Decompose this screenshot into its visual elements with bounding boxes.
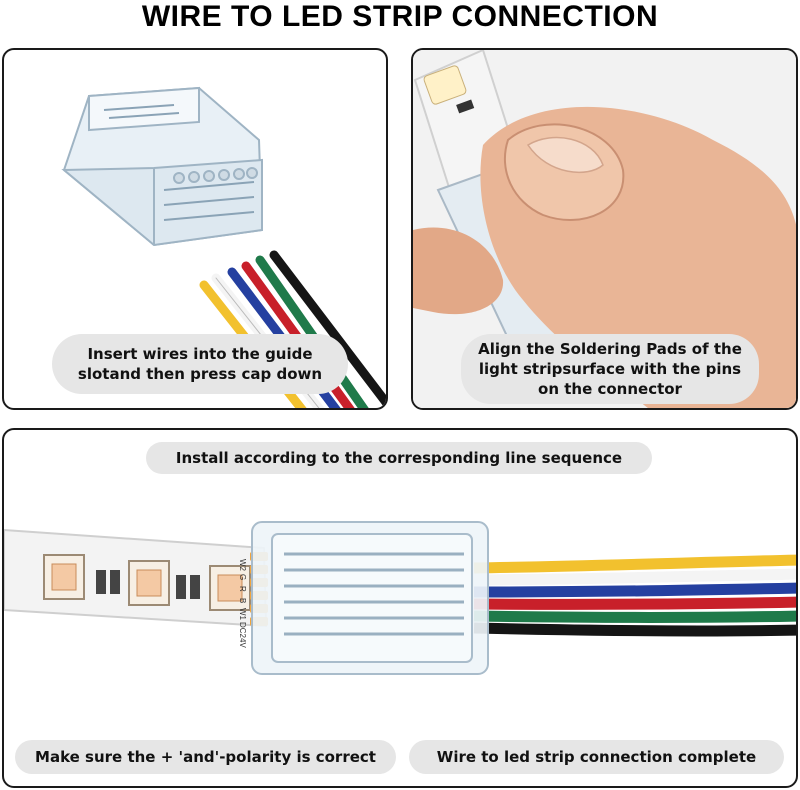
pin-label-g: G bbox=[238, 574, 247, 580]
led-chip bbox=[423, 65, 467, 105]
wire-bundle bbox=[473, 554, 796, 637]
finger bbox=[413, 227, 504, 315]
caption-align-pads: Align the Soldering Pads of the light st… bbox=[461, 334, 759, 404]
connector-clip bbox=[61, 86, 264, 247]
caption-insert-wires: Insert wires into the guide slotand then… bbox=[52, 334, 348, 394]
connector-clip bbox=[251, 521, 489, 675]
caption-polarity: Make sure the + 'and'-polarity is correc… bbox=[15, 740, 396, 774]
caption-complete: Wire to led strip connection complete bbox=[409, 740, 784, 774]
pin-label-dc24v: DC24V bbox=[238, 622, 247, 648]
strip-connector-illustration: W2 G R B W1 DC24V bbox=[4, 521, 796, 675]
page-title: WIRE TO LED STRIP CONNECTION bbox=[141, 0, 659, 33]
thumbnail bbox=[526, 136, 604, 173]
pin-label-b: B bbox=[238, 598, 247, 603]
led-chips bbox=[43, 554, 251, 611]
pin-label-w2: W2 bbox=[238, 559, 247, 572]
caption-install-sequence: Install according to the corresponding l… bbox=[146, 442, 652, 474]
pin-label-w1: W1 bbox=[238, 608, 247, 621]
pin-label-r: R bbox=[238, 586, 247, 592]
panel-install-sequence: W2 G R B W1 DC24V bbox=[2, 428, 798, 788]
